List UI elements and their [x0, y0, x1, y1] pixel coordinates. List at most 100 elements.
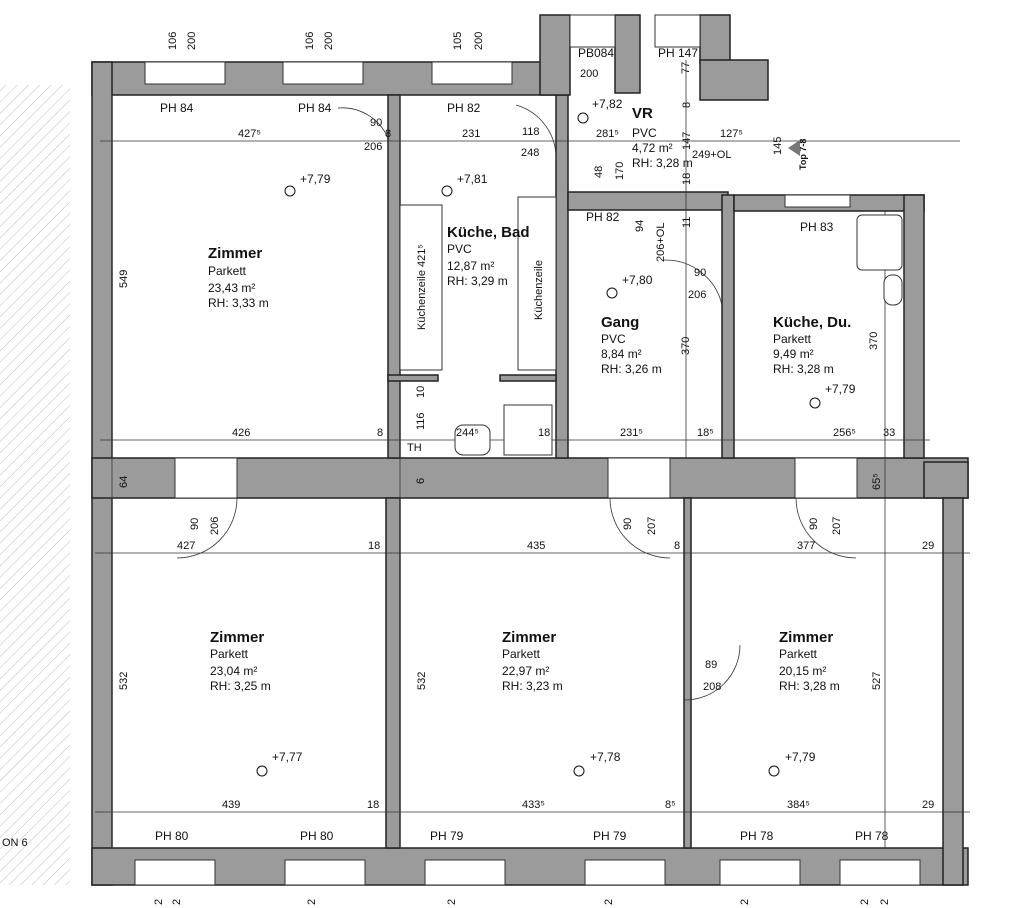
dimension-label: 206: [688, 289, 706, 301]
dimension-label: 281⁵: [596, 128, 619, 140]
dimension-label: 8⁵: [665, 799, 676, 811]
room-area: 23,43 m²: [208, 281, 255, 295]
dimension-label: 200: [186, 32, 198, 50]
dimension-label: 200: [473, 32, 485, 50]
room-area: 8,84 m²: [601, 347, 642, 361]
dimension-label: 105: [452, 32, 464, 50]
room-height: RH: 3,26 m: [601, 362, 662, 376]
room-kueche-bad: Küche, Bad PVC 12,87 m² RH: 3,29 m +7,81: [441, 172, 530, 288]
dimension-label: 527: [871, 672, 883, 690]
level-marker-icon: [441, 185, 453, 197]
room-area: 22,97 m²: [502, 664, 549, 678]
dimension-label: 207: [831, 517, 843, 535]
parapet-label: PH 78: [740, 829, 774, 843]
parapet-label: PH 79: [430, 829, 464, 843]
fixtures: [387, 196, 903, 456]
dimension-lines: [95, 60, 970, 848]
dimension-label: 89: [705, 659, 717, 671]
room-height: RH: 3,29 m: [447, 274, 508, 288]
room-area: 23,04 m²: [210, 664, 257, 678]
level-label: +7,77: [272, 750, 303, 764]
dimension-label: 90: [808, 518, 820, 530]
room-vr: VR PVC 4,72 m² RH: 3,28 m +7,82: [577, 97, 693, 170]
room-floor: Parkett: [502, 647, 541, 661]
dimension-label: 248: [521, 147, 539, 159]
room-height: RH: 3,28 m: [773, 362, 834, 376]
dimension-label: 207: [646, 517, 658, 535]
room-zimmer-1: Zimmer Parkett 23,43 m² RH: 3,33 m +7,79: [208, 172, 331, 310]
dimension-label: 2: [446, 899, 458, 905]
level-marker-icon: [809, 397, 821, 409]
dimension-label: 206: [209, 517, 221, 535]
room-name: VR: [632, 105, 653, 122]
room-name: Gang: [601, 314, 639, 331]
room-gang: Gang PVC 8,84 m² RH: 3,26 m +7,80: [601, 273, 662, 376]
dimension-label: 8: [681, 102, 693, 108]
room-area: 20,15 m²: [779, 664, 826, 678]
room-area: 9,49 m²: [773, 347, 814, 361]
room-name: Küche, Bad: [447, 224, 530, 241]
bottom-dimensions: 2 2 2 2 2 2 2 2: [153, 899, 891, 905]
dimension-label: 200: [323, 32, 335, 50]
parapet-label: PH 79: [593, 829, 627, 843]
level-label: +7,79: [300, 172, 331, 186]
dimension-label: 2: [739, 899, 751, 905]
dimension-label: 433⁵: [522, 799, 545, 811]
room-name: Zimmer: [502, 629, 556, 646]
dimension-label: 18⁵: [697, 427, 714, 439]
dimension-label: 18: [368, 540, 380, 552]
room-floor: PVC: [447, 242, 472, 256]
level-marker-icon: [606, 287, 618, 299]
dimension-label: 256⁵: [833, 427, 856, 439]
room-name: Zimmer: [210, 629, 264, 646]
side-label: ON 6: [2, 837, 28, 849]
parapet-labels: PH 84 PH 84 PH 82 PB084 PH 147 PH 82 PH …: [155, 46, 889, 843]
dimension-label: 549: [118, 270, 130, 288]
kitchenette-label: Küchenzeile: [533, 260, 545, 320]
dimension-label: 426: [232, 427, 250, 439]
dimension-label: 2: [859, 899, 871, 905]
dimension-label: 18: [367, 799, 379, 811]
level-marker-icon: [573, 765, 585, 777]
dimension-label: 48: [593, 166, 605, 178]
room-floor: PVC: [601, 332, 626, 346]
room-area: 4,72 m²: [632, 141, 673, 155]
dimension-label: 65⁵: [871, 473, 883, 490]
room-floor: Parkett: [773, 332, 812, 346]
dimension-label: 2: [171, 899, 183, 905]
room-height: RH: 3,23 m: [502, 679, 563, 693]
dimension-label: 64: [118, 476, 130, 488]
parapet-label: PH 83: [800, 220, 834, 234]
dimension-label: 208: [703, 681, 721, 693]
neighbour-hatch: [0, 85, 70, 885]
room-kueche-du: Küche, Du. Parkett 9,49 m² RH: 3,28 m +7…: [773, 314, 856, 409]
parapet-label: PH 82: [447, 101, 481, 115]
parapet-label: PH 78: [855, 829, 889, 843]
dimension-label: 206: [364, 141, 382, 153]
dimension-label: 106: [167, 32, 179, 50]
level-marker-icon: [577, 112, 589, 124]
dimension-label: 18: [538, 427, 550, 439]
parapet-label: PH 84: [160, 101, 194, 115]
dimension-label: 439: [222, 799, 240, 811]
dimension-label: 2: [153, 899, 165, 905]
dimension-labels: 427⁵ 8 90 206 231 118 248 281⁵ 127⁵ 249+…: [177, 68, 934, 811]
parapet-label: PH 80: [300, 829, 334, 843]
parapet-label: PH 147: [658, 46, 698, 60]
dimension-label: 8: [385, 128, 391, 140]
room-name: Zimmer: [779, 629, 833, 646]
dimension-label: 18: [681, 173, 693, 185]
dimension-label: 2: [879, 899, 891, 905]
dimension-label: 90: [694, 267, 706, 279]
dimension-label: 370: [868, 332, 880, 350]
dimension-label: 206+OL: [655, 223, 667, 262]
dimension-label: 370: [680, 337, 692, 355]
parapet-label: PB084: [578, 46, 614, 60]
dimension-label: 427⁵: [238, 128, 261, 140]
dimension-label: 231: [462, 128, 480, 140]
dimension-label: 10: [415, 386, 427, 398]
fixture-labels: Küchenzeile 421⁵ Küchenzeile Top 7-8 ON …: [2, 139, 808, 849]
dimension-label: 145: [772, 137, 784, 155]
kitchenette-label: Küchenzeile 421⁵: [416, 244, 428, 330]
